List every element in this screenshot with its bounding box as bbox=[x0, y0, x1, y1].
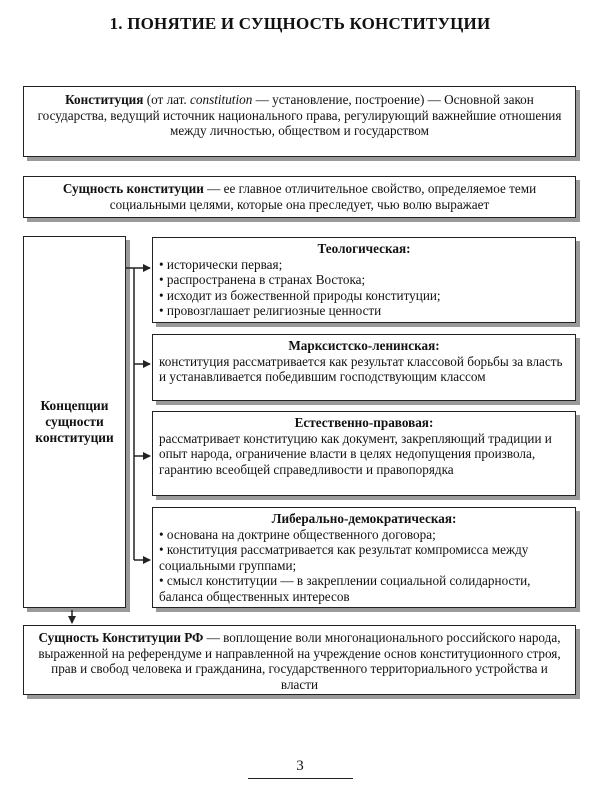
page-number-rule bbox=[248, 778, 353, 779]
concepts-label: Концепции сущности конституции bbox=[35, 398, 114, 445]
constitution-definition-box: Конституция (от лат. constitution — уста… bbox=[23, 86, 576, 157]
definition-latin: constitution bbox=[190, 92, 253, 107]
essence-term: Сущность конституции bbox=[62, 181, 204, 196]
definition-term: Конституция bbox=[65, 92, 144, 107]
list-item: смысл конституции — в закреплении социал… bbox=[159, 573, 569, 604]
liberal-concept-box: Либерально-демократическая: основана на … bbox=[152, 507, 576, 608]
definition-lead: (от лат. bbox=[143, 92, 191, 107]
rf-essence-text: — воплощение воли многонационального рос… bbox=[38, 630, 561, 692]
natural-law-heading: Естественно-правовая: bbox=[294, 415, 434, 430]
list-item: распространена в странах Востока; bbox=[159, 272, 569, 288]
marxist-text: конституция рассматривается как результа… bbox=[159, 353, 563, 385]
list-item: исходит из божественной природы конститу… bbox=[159, 288, 569, 304]
rf-constitution-essence-box: Сущность Конституции РФ — воплощение вол… bbox=[23, 625, 576, 695]
marxist-concept-box: Марксистско-ленинская: конституция рассм… bbox=[152, 334, 576, 401]
rf-essence-term: Сущность Конституции РФ bbox=[38, 630, 204, 645]
list-item: основана на доктрине общественного догов… bbox=[159, 527, 569, 543]
list-item: конституция рассматривается как результа… bbox=[159, 542, 569, 573]
essence-text: — ее главное отличительное свойство, опр… bbox=[109, 181, 537, 212]
liberal-list: основана на доктрине общественного догов… bbox=[159, 527, 569, 605]
concepts-box: Концепции сущности конституции bbox=[23, 236, 126, 608]
marxist-heading: Марксистско-ленинская: bbox=[288, 338, 440, 353]
list-item: исторически первая; bbox=[159, 257, 569, 273]
liberal-heading: Либерально-демократическая: bbox=[271, 511, 457, 526]
natural-law-text: рассматривает конституцию как документ, … bbox=[159, 430, 552, 477]
theological-concept-box: Теологическая: исторически первая; распр… bbox=[152, 237, 576, 323]
natural-law-concept-box: Естественно-правовая: рассматривает конс… bbox=[152, 411, 576, 496]
theological-heading: Теологическая: bbox=[317, 241, 411, 256]
theological-list: исторически первая; распространена в стр… bbox=[159, 257, 569, 319]
constitution-essence-box: Сущность конституции — ее главное отличи… bbox=[23, 176, 576, 218]
definition-text: — установление, построение) — Основной з… bbox=[37, 92, 562, 138]
page-number: 3 bbox=[296, 758, 304, 774]
page-title: 1. ПОНЯТИЕ И СУЩНОСТЬ КОНСТИТУЦИИ bbox=[109, 14, 491, 33]
list-item: провозглашает религиозные ценности bbox=[159, 303, 569, 319]
